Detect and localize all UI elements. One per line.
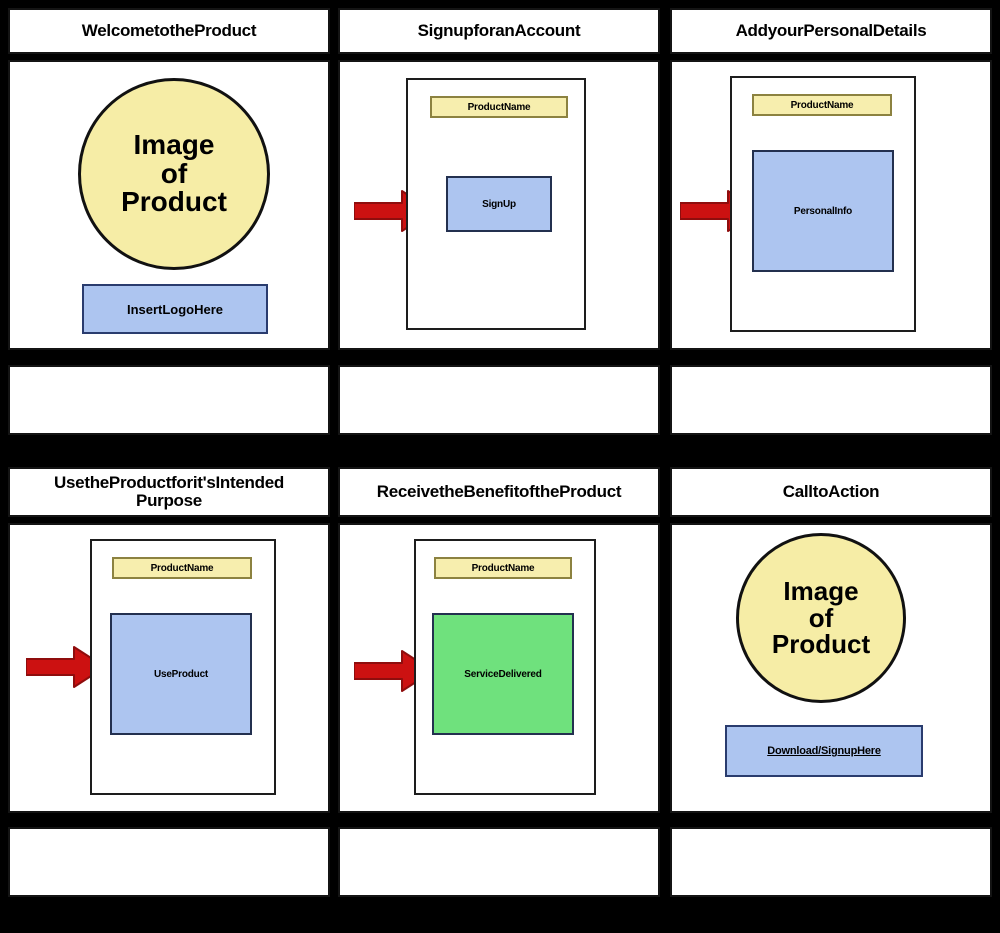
download-signup-button[interactable]: Download/SignupHere	[725, 725, 923, 777]
screen-label-signup: SignUp	[482, 198, 516, 210]
product-image-circle: Image of Product	[736, 533, 906, 703]
product-name-text: ProductName	[471, 562, 535, 574]
insert-logo-button[interactable]: InsertLogoHere	[82, 284, 268, 334]
insert-logo-label: InsertLogoHere	[126, 301, 224, 317]
panel-caption-welcome	[8, 365, 330, 435]
panel-caption-receive-benefit	[338, 827, 660, 897]
panel-title-line-2: Purpose	[136, 491, 202, 510]
download-signup-label: Download/SignupHere	[767, 745, 881, 757]
product-name-label: ProductName	[434, 557, 572, 579]
flow-arrow-icon	[26, 646, 106, 688]
panel-body-personal-details: ProductName PersonalInfo	[670, 60, 992, 350]
panel-body-welcome: Image of Product InsertLogoHere	[8, 60, 330, 350]
circle-line-2: of	[160, 157, 188, 189]
panel-body-signup: ProductName SignUp	[338, 60, 660, 350]
circle-line-1: Image	[133, 129, 215, 161]
product-name-text: ProductName	[467, 101, 531, 113]
circle-line-2: of	[808, 602, 834, 633]
circle-line-3: Product	[771, 629, 871, 660]
screen-service-delivered[interactable]: ServiceDelivered	[432, 613, 574, 735]
panel-title-signup: SignupforanAccount	[338, 8, 660, 54]
panel-title-use-product: UsetheProductforit'sIntended Purpose	[8, 467, 330, 517]
panel-title-personal-details: AddyourPersonalDetails	[670, 8, 992, 54]
product-name-label: ProductName	[430, 96, 568, 118]
panel-caption-call-to-action	[670, 827, 992, 897]
panel-title-line-1: UsetheProductforit'sIntended	[54, 472, 284, 492]
panel-title-welcome: WelcometotheProduct	[8, 8, 330, 54]
screen-label-personal-info: PersonalInfo	[793, 205, 853, 217]
panel-body-receive-benefit: ProductName ServiceDelivered	[338, 523, 660, 813]
panel-caption-signup	[338, 365, 660, 435]
product-name-label: ProductName	[112, 557, 252, 579]
product-name-text: ProductName	[150, 562, 214, 574]
panel-title-call-to-action: CalltoAction	[670, 467, 992, 517]
screen-use-product[interactable]: UseProduct	[110, 613, 252, 735]
panel-body-use-product: ProductName UseProduct	[8, 523, 330, 813]
product-image-circle: Image of Product	[78, 78, 270, 270]
panel-caption-personal-details	[670, 365, 992, 435]
panel-caption-use-product	[8, 827, 330, 897]
device-frame-personal-details: ProductName PersonalInfo	[730, 76, 916, 332]
device-frame-use-product: ProductName UseProduct	[90, 539, 276, 795]
panel-body-call-to-action: Image of Product Download/SignupHere	[670, 523, 992, 813]
screen-label-use-product: UseProduct	[153, 668, 209, 680]
product-name-text: ProductName	[790, 99, 854, 111]
device-frame-signup: ProductName SignUp	[406, 78, 586, 330]
screen-signup[interactable]: SignUp	[446, 176, 552, 232]
circle-line-3: Product	[121, 186, 227, 218]
device-frame-receive-benefit: ProductName ServiceDelivered	[414, 539, 596, 795]
screen-personal-info[interactable]: PersonalInfo	[752, 150, 894, 272]
panel-title-receive-benefit: ReceivetheBenefitoftheProduct	[338, 467, 660, 517]
circle-line-1: Image	[783, 576, 859, 607]
screen-label-service-delivered: ServiceDelivered	[464, 668, 542, 680]
product-name-label: ProductName	[752, 94, 892, 116]
